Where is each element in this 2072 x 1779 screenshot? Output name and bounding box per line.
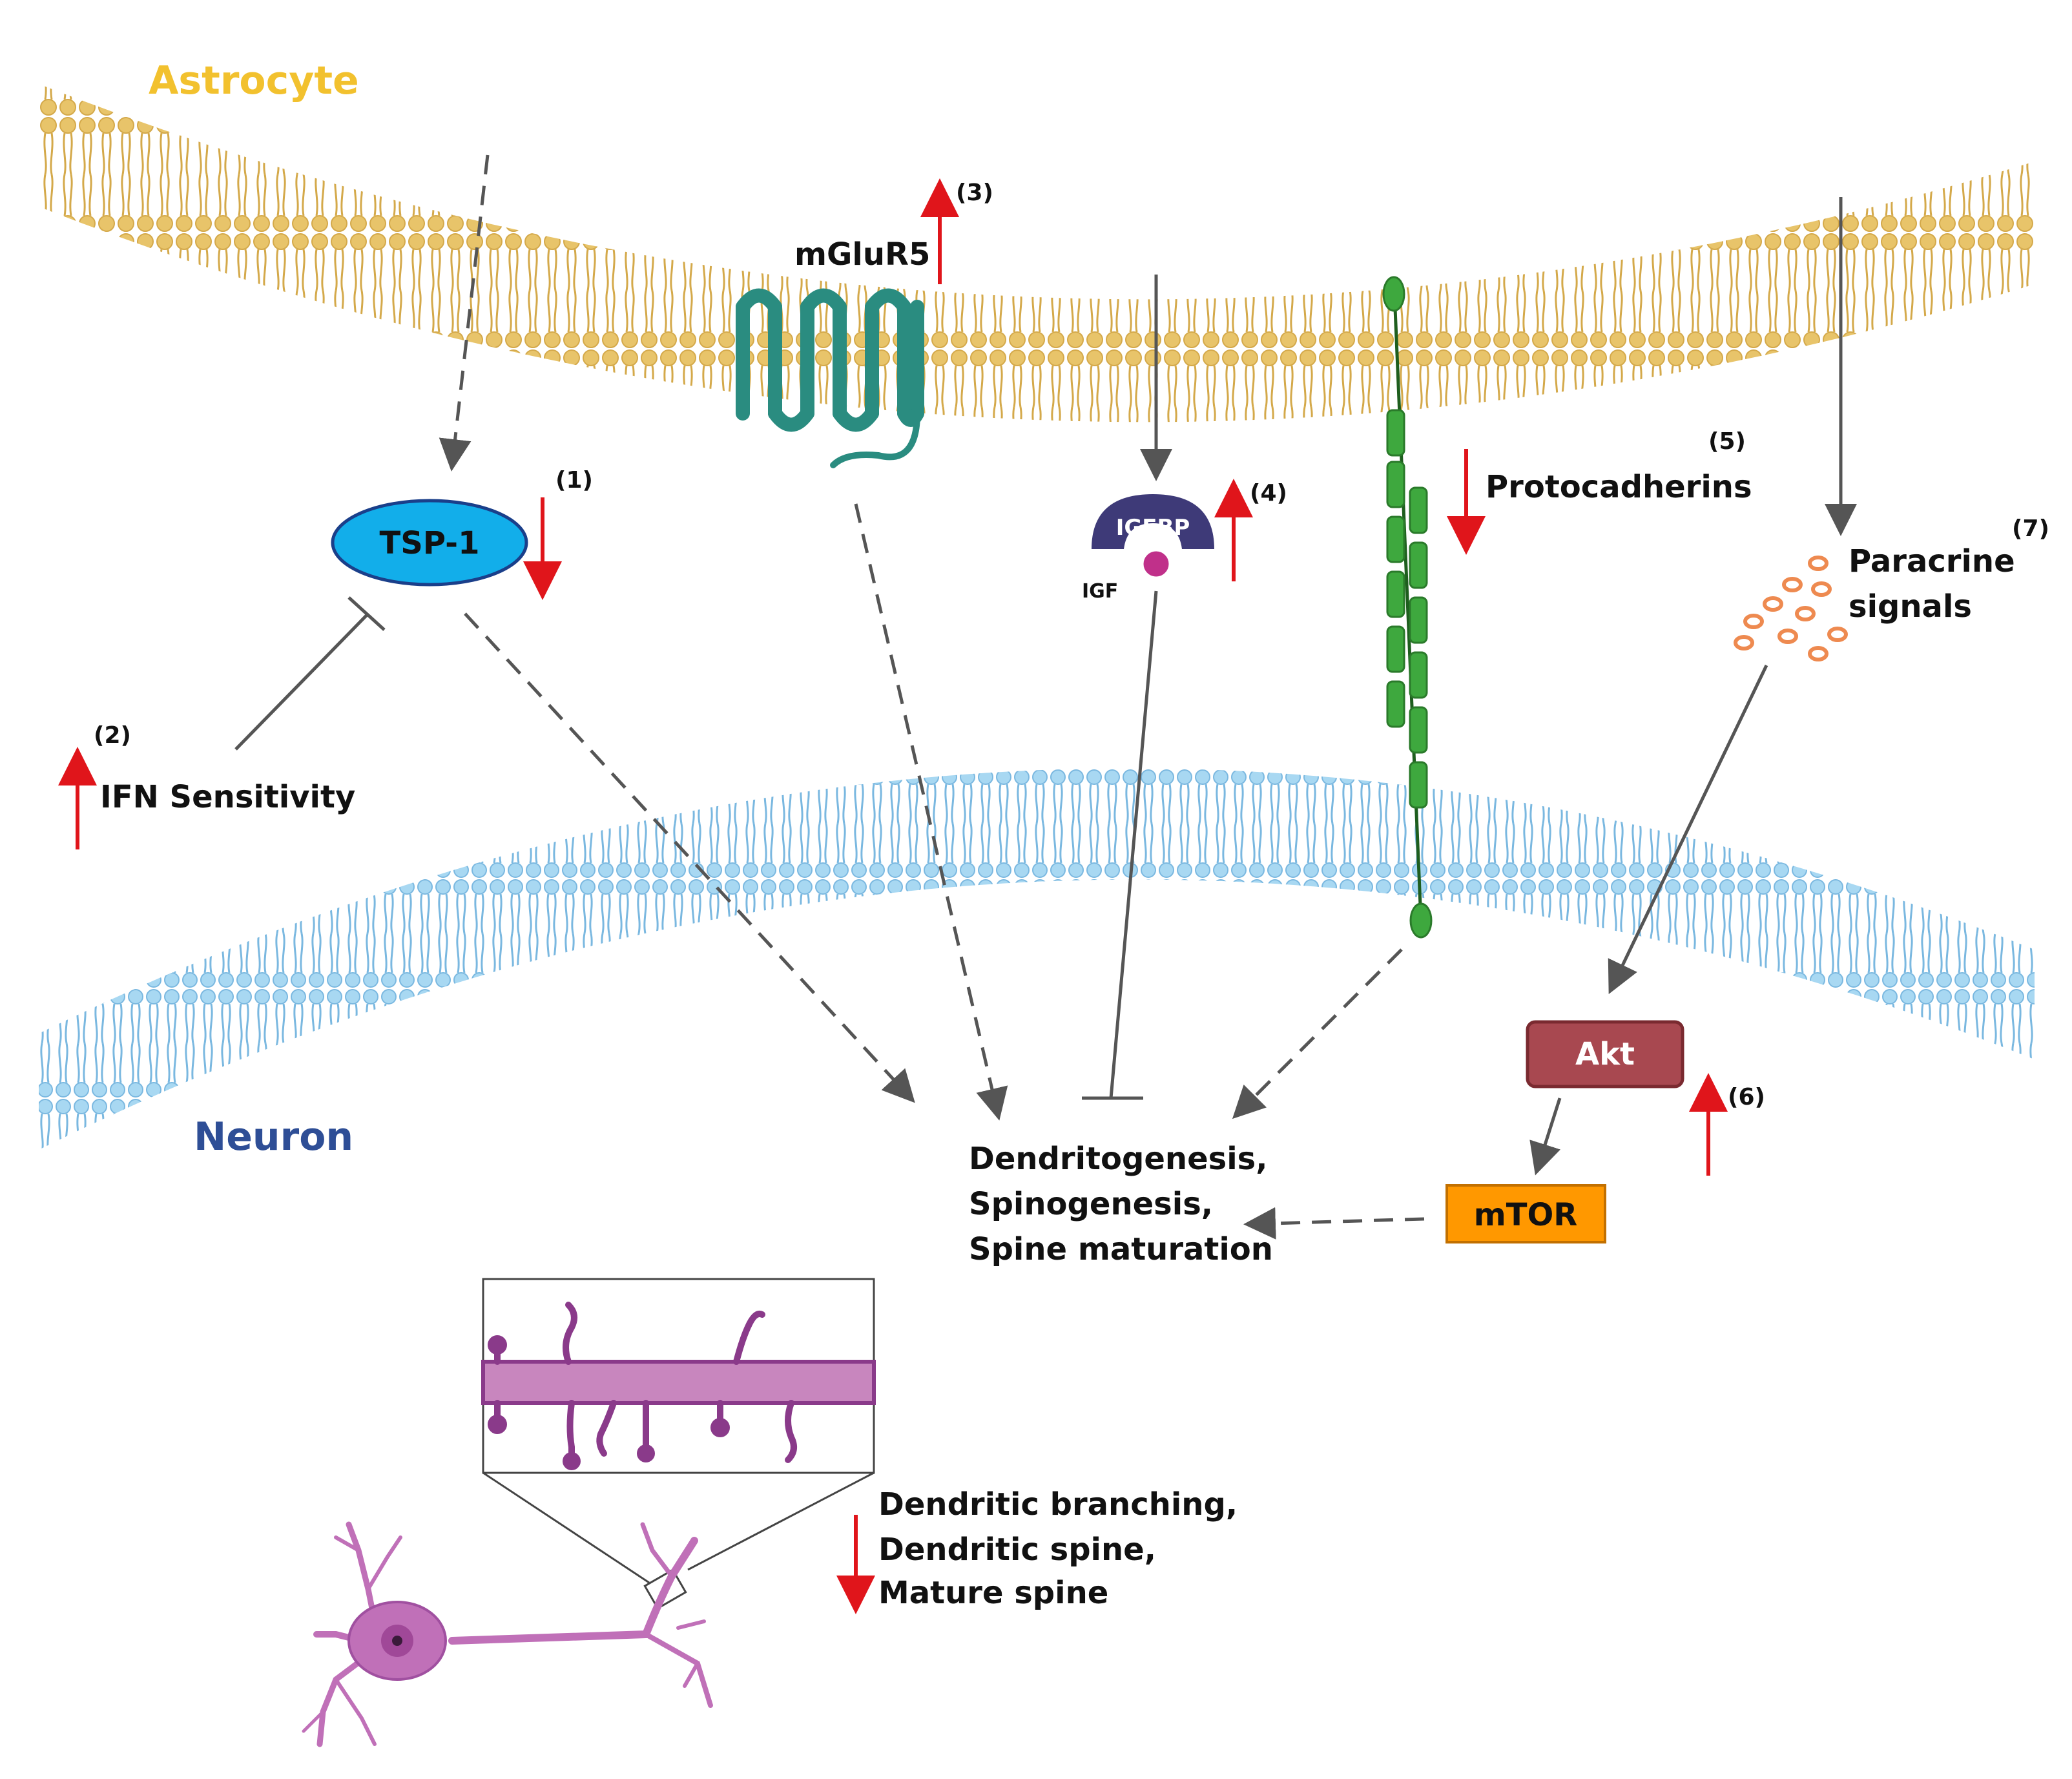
paracrine-label-line2: signals [1849, 588, 1972, 625]
ifn-inhibition-line [234, 612, 369, 751]
tsp1-node [331, 499, 528, 587]
marker-1: (1) [555, 467, 593, 494]
tsp1-input-arrow [439, 154, 490, 472]
akt-to-mtor-arrow [1529, 1098, 1562, 1176]
ifn-sensitivity-label: IFN Sensitivity [100, 779, 355, 815]
marker-3: (3) [956, 180, 993, 206]
marker-7: (7) [2012, 515, 2049, 542]
marker-5: (5) [1708, 428, 1746, 455]
mtor-node [1445, 1184, 1606, 1243]
neuron-effect-line3: Mature spine [878, 1575, 1108, 1611]
mglur5-label: mGluR5 [794, 236, 930, 273]
tsp1-to-outcome-arrow [464, 612, 915, 1103]
paracrine-label-line1: Paracrine [1849, 543, 2015, 579]
mglur5-to-outcome-arrow [854, 503, 1008, 1121]
paracrine-vesicles [1734, 556, 1848, 661]
akt-node [1526, 1020, 1684, 1088]
astrocyte-membrane [39, 84, 2035, 422]
akt-label: Akt [1575, 1036, 1635, 1072]
igf-molecule [1140, 548, 1172, 580]
marker-2: (2) [94, 722, 131, 749]
outcome-line2: Spinogenesis, [969, 1186, 1213, 1222]
neuron-membrane [39, 768, 2035, 1150]
protocadherins-label: Protocadherins [1486, 469, 1752, 505]
dendrite-inset [481, 1278, 876, 1610]
protocadherin-to-outcome-arrow [1232, 948, 1403, 1119]
igfbp-node [1092, 494, 1214, 549]
igf-label: IGF [1082, 580, 1118, 603]
mtor-to-outcome-arrow [1243, 1207, 1425, 1240]
astrocyte-title: Astrocyte [149, 58, 359, 103]
neuron-title: Neuron [194, 1114, 353, 1160]
paracrine-to-akt-arrow [1608, 664, 1768, 995]
mtor-label: mTOR [1474, 1197, 1578, 1233]
protocadherin-molecule [1382, 276, 1433, 939]
tsp1-label: TSP-1 [380, 525, 480, 561]
neuron-effect-line2: Dendritic spine, [878, 1532, 1156, 1568]
ifn-inhibition-bar [347, 596, 386, 631]
mglur5-receptor [736, 288, 924, 468]
igf-inhibition-line [1109, 590, 1158, 1099]
igfbp-label: IGFBP [1116, 515, 1190, 541]
marker-4: (4) [1250, 480, 1287, 506]
marker-6: (6) [1728, 1084, 1765, 1110]
outcome-line1: Dendritogenesis, [969, 1141, 1267, 1177]
neuron-cell [302, 1521, 713, 1747]
outcome-line3: Spine maturation [969, 1231, 1273, 1267]
neuron-effect-line1: Dendritic branching, [878, 1486, 1238, 1523]
